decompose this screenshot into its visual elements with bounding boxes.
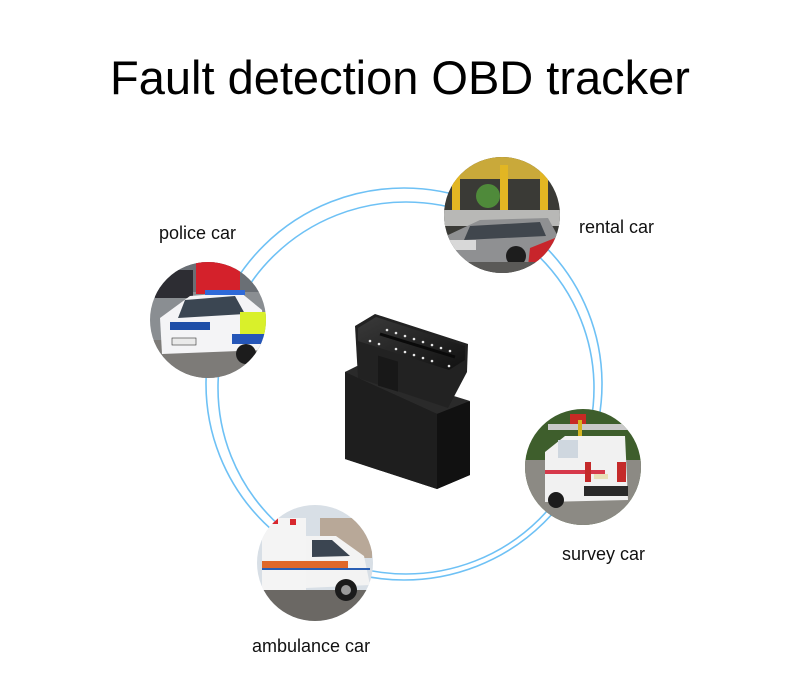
label-survey-car: survey car [562, 544, 646, 564]
survey-car-photo [525, 409, 641, 525]
obd-connector-icon [345, 314, 470, 489]
label-ambulance-car: ambulance car [252, 636, 371, 656]
label-rental-car: rental car [579, 217, 655, 237]
outer-ring [205, 187, 603, 581]
connection-rings [205, 187, 603, 581]
label-police-car: police car [159, 223, 237, 243]
inner-ring [217, 201, 595, 575]
page-title: Fault detection OBD tracker [110, 51, 690, 104]
ambulance-car-photo [257, 505, 373, 621]
police-car-photo [150, 262, 266, 378]
rental-car-photo [444, 157, 560, 273]
